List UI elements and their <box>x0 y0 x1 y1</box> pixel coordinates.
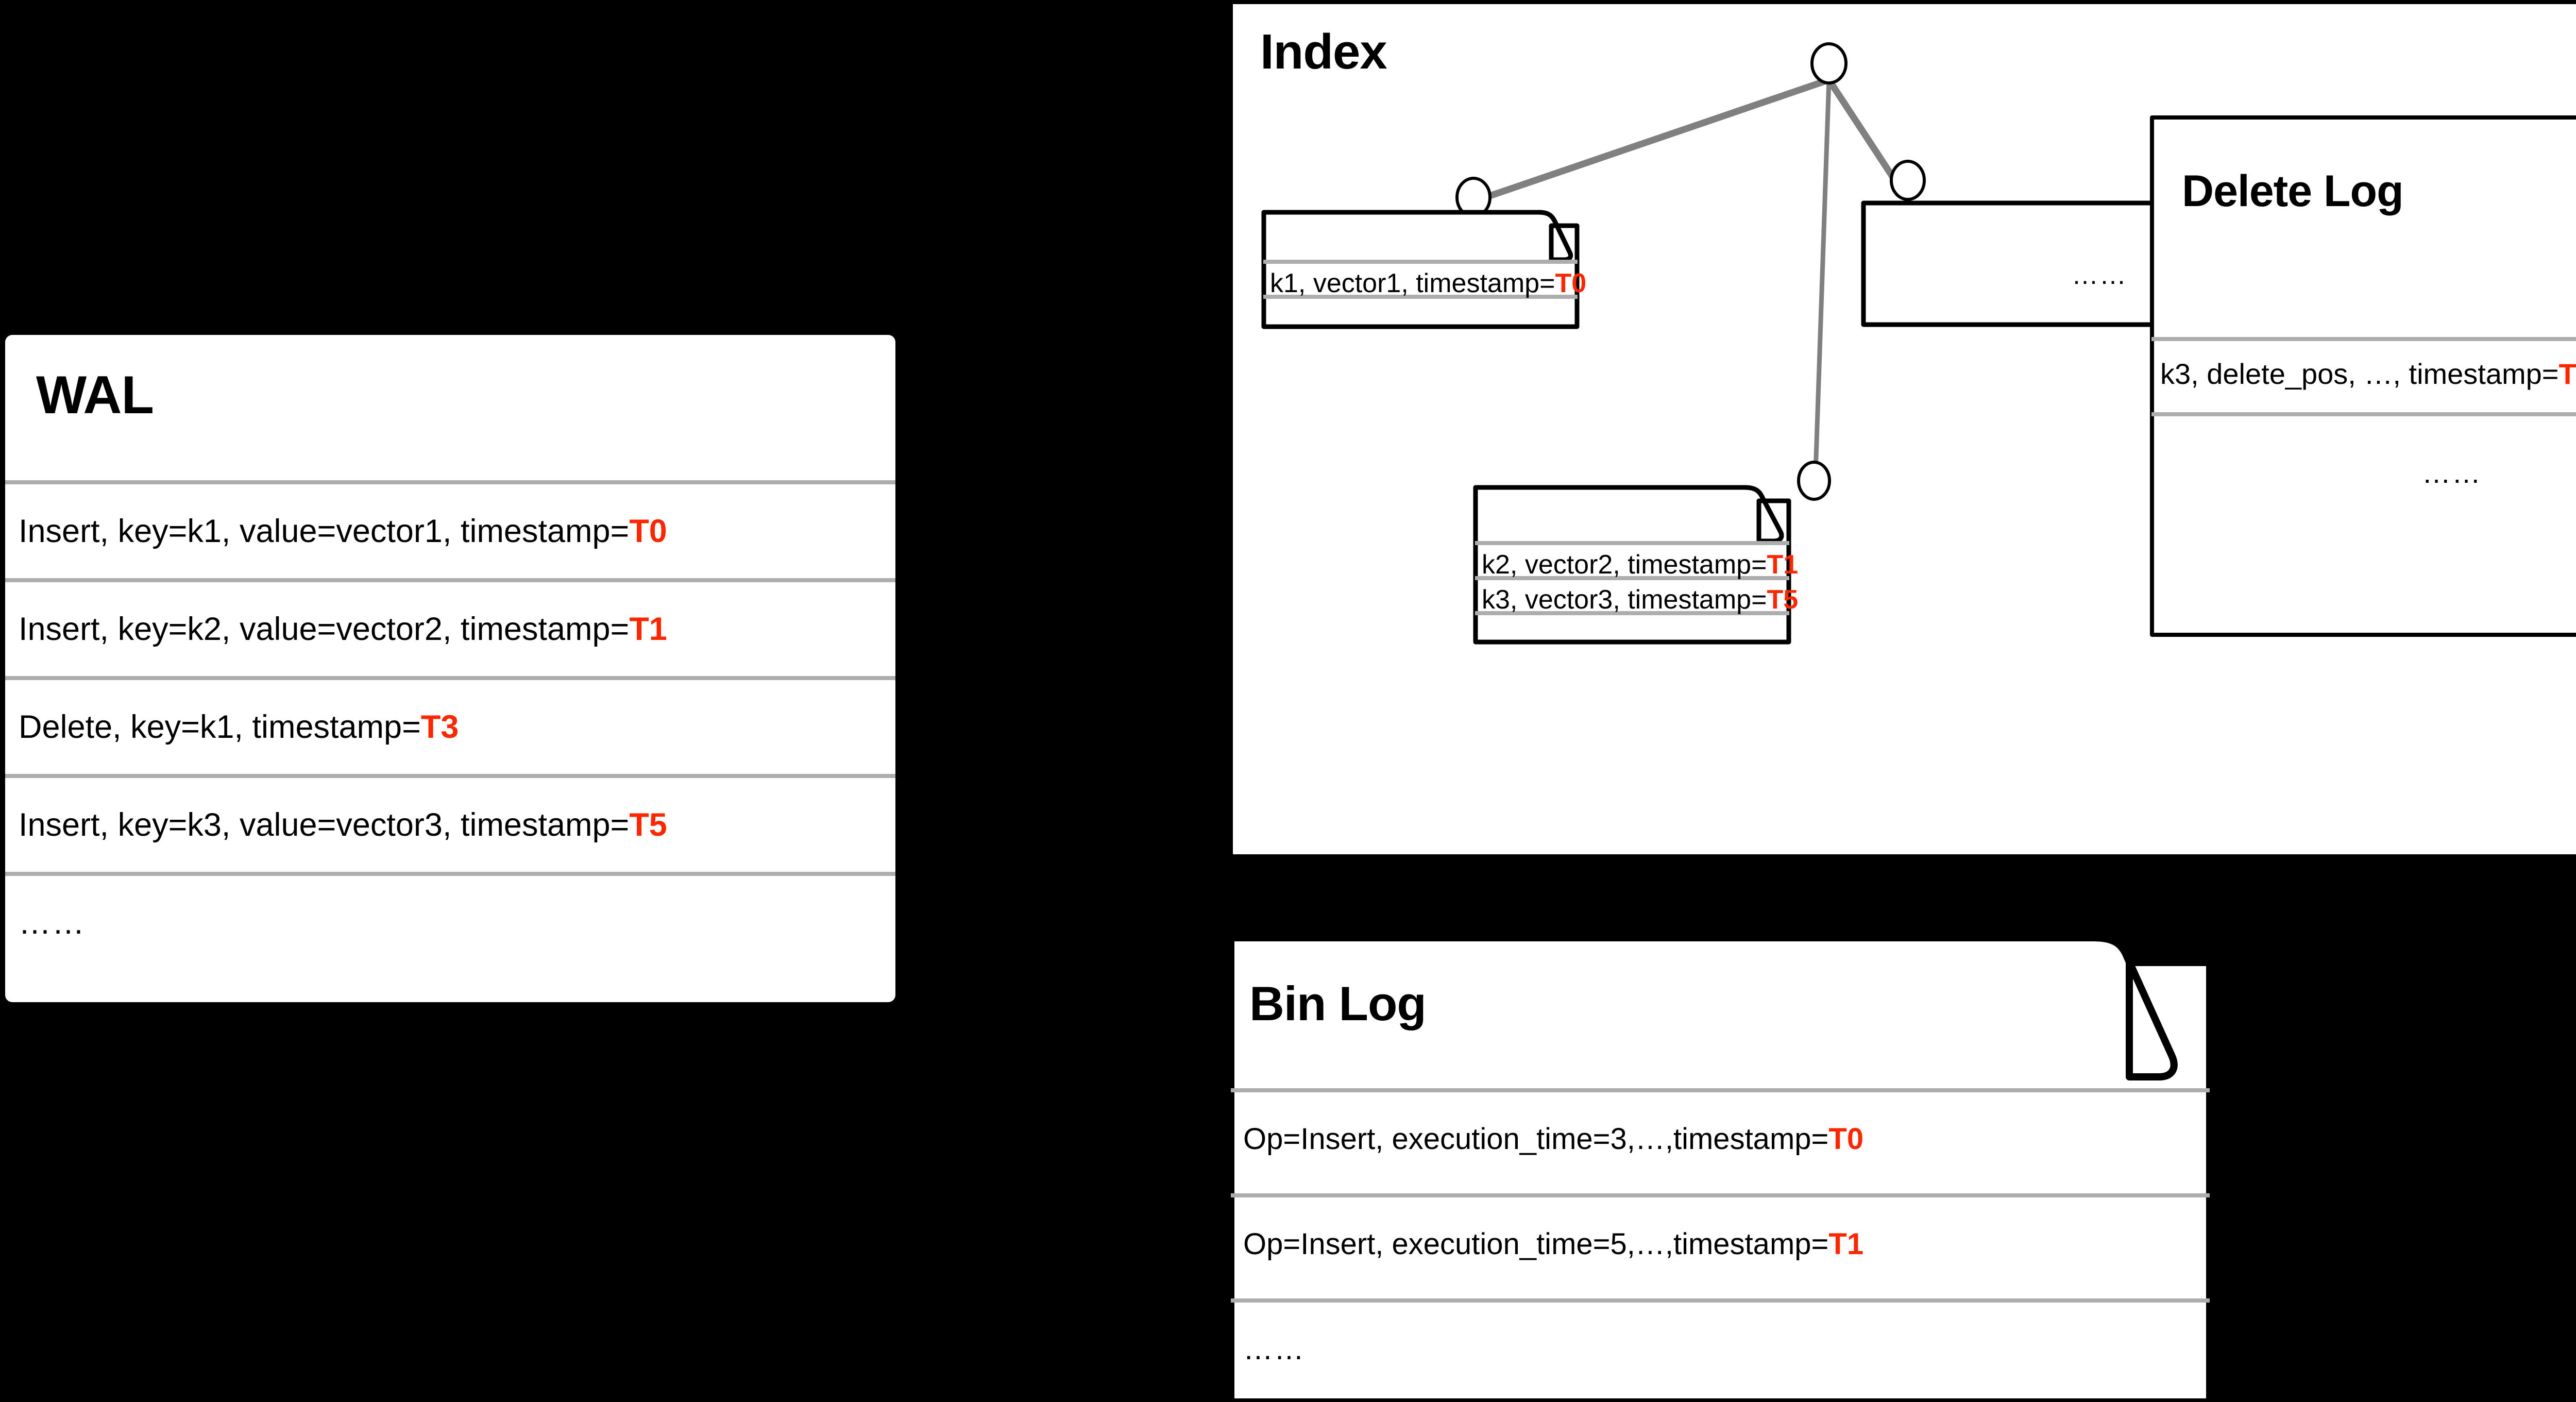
right-child-node <box>1890 160 1926 201</box>
bin-log-row-0-text: Op=Insert, execution_time=3,…,timestamp= <box>1243 1122 1829 1156</box>
bin-log-row-1-timestamp: T1 <box>1828 1227 1864 1261</box>
wal-separator-4 <box>5 774 895 778</box>
wal-more-ellipsis: …… <box>19 905 86 941</box>
bin-log-title: Bin Log <box>1249 976 1427 1031</box>
leaf-card-more-ellipsis: …… <box>2072 260 2127 290</box>
wal-row-3: Insert, key=k3, value=vector3, timestamp… <box>19 809 667 841</box>
bin-log-separator-2 <box>1231 1193 2210 1197</box>
middle-child-node <box>1797 461 1831 501</box>
delete-log-card: Delete Log k3, delete_pos, …, timestamp=… <box>2149 113 2576 639</box>
leaf-card-k2k3-separator-1 <box>1475 541 1789 545</box>
wal-row-2: Delete, key=k1, timestamp=T3 <box>19 711 459 744</box>
wal-title: WAL <box>36 365 154 425</box>
leaf-card-k2k3-row-0-text: k2, vector2, timestamp= <box>1482 550 1767 580</box>
delete-log-separator-1 <box>2151 337 2576 341</box>
edge-root-to-middle <box>1813 79 1832 474</box>
wal-separator-5 <box>5 872 895 876</box>
edge-root-to-right <box>1826 78 1911 202</box>
wal-row-1-timestamp: T1 <box>629 611 667 647</box>
wal-row-0-timestamp: T0 <box>629 513 667 549</box>
wal-row-1-text: Insert, key=k2, value=vector2, timestamp… <box>19 611 630 647</box>
wal-panel: WAL Insert, key=k1, value=vector1, times… <box>5 335 895 1002</box>
leaf-card-k1-fold <box>1538 210 1573 262</box>
root-node <box>1810 42 1848 85</box>
delete-log-row-0: k3, delete_pos, …, timestamp=T3 <box>2160 360 2576 388</box>
delete-log-row-0-timestamp: T3 <box>2558 358 2576 390</box>
index-title: Index <box>1260 24 1387 79</box>
leaf-card-k1-row-0-text: k1, vector1, timestamp= <box>1270 268 1555 298</box>
leaf-card-k1: k1, vector1, timestamp=T0 …… <box>1261 208 1586 333</box>
wal-row-3-timestamp: T5 <box>629 807 667 843</box>
bin-log-separator-1 <box>1231 1088 2210 1092</box>
delete-log-outline <box>2150 115 2576 637</box>
bin-log-more-ellipsis: …… <box>1243 1332 1305 1366</box>
bin-log-separator-3 <box>1231 1298 2210 1303</box>
leaf-card-k2k3-row-1-text: k3, vector3, timestamp= <box>1482 585 1767 615</box>
wal-row-0: Insert, key=k1, value=vector1, timestamp… <box>19 515 667 548</box>
wal-row-2-timestamp: T3 <box>420 709 459 745</box>
delete-log-separator-2 <box>2151 412 2576 416</box>
wal-row-0-text: Insert, key=k1, value=vector1, timestamp… <box>19 513 630 549</box>
leaf-card-k2k3-more-ellipsis: …… <box>1596 620 1652 650</box>
bin-log-row-0: Op=Insert, execution_time=3,…,timestamp=… <box>1243 1124 1863 1154</box>
leaf-card-k1-row-0-timestamp: T0 <box>1555 268 1587 298</box>
leaf-card-k1-separator-1 <box>1263 260 1578 264</box>
leaf-card-k2k3-row-0-timestamp: T1 <box>1767 550 1799 580</box>
wal-separator-1 <box>5 480 895 484</box>
leaf-card-k1-more-ellipsis: …… <box>1384 303 1440 333</box>
leaf-card-k2k3-separator-2 <box>1475 576 1789 580</box>
wal-row-2-text: Delete, key=k1, timestamp= <box>19 709 421 745</box>
leaf-card-k2k3-row-0: k2, vector2, timestamp=T1 <box>1482 551 1798 578</box>
leaf-card-k1-row-0: k1, vector1, timestamp=T0 <box>1270 270 1586 297</box>
wal-row-1: Insert, key=k2, value=vector2, timestamp… <box>19 613 667 646</box>
bin-log-row-1-text: Op=Insert, execution_time=5,…,timestamp= <box>1243 1227 1829 1261</box>
leaf-card-k2k3: k2, vector2, timestamp=T1 k3, vector3, t… <box>1472 483 1798 650</box>
wal-row-3-text: Insert, key=k3, value=vector3, timestamp… <box>19 807 630 843</box>
index-panel: Index k1, vector1, timestamp=T0 …… <box>1233 4 2576 854</box>
bin-log-fold <box>2094 934 2178 1080</box>
wal-separator-2 <box>5 578 895 582</box>
wal-separator-3 <box>5 676 895 680</box>
leaf-card-k2k3-row-1: k3, vector3, timestamp=T5 <box>1482 586 1798 613</box>
bin-log-row-1: Op=Insert, execution_time=5,…,timestamp=… <box>1243 1229 1863 1259</box>
bin-log-card: Bin Log Op=Insert, execution_time=3,…,ti… <box>1229 934 2223 1402</box>
leaf-card-k2k3-separator-3 <box>1475 611 1789 615</box>
delete-log-more-ellipsis: …… <box>2422 457 2482 489</box>
delete-log-row-0-text: k3, delete_pos, …, timestamp= <box>2160 358 2559 390</box>
bin-log-row-0-timestamp: T0 <box>1828 1122 1864 1156</box>
delete-log-title: Delete Log <box>2182 166 2404 216</box>
leaf-card-k2k3-row-1-timestamp: T5 <box>1767 585 1799 615</box>
leaf-card-k2k3-fold <box>1744 485 1784 544</box>
edge-root-to-left <box>1472 76 1831 205</box>
leaf-card-k1-separator-2 <box>1263 295 1578 299</box>
